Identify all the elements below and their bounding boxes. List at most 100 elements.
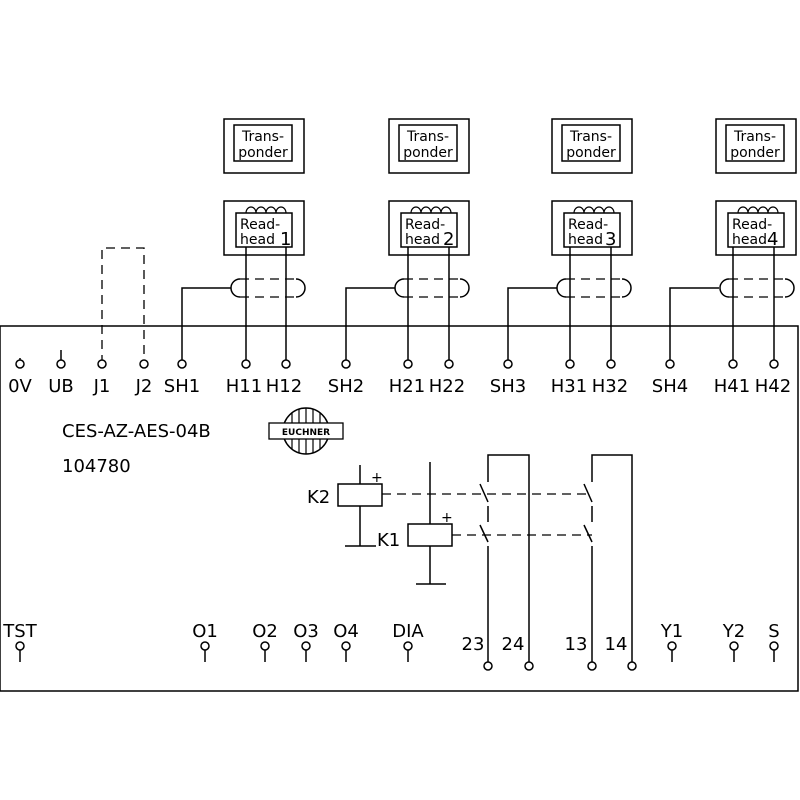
- terminal-h22: [444, 359, 454, 369]
- terminal-y2: [729, 641, 739, 651]
- logo-text: EUCHNER: [282, 428, 330, 438]
- transponder-1: Trans- ponder: [223, 118, 305, 174]
- terminal-h41: [728, 359, 738, 369]
- terminal-label-h11: H11: [226, 376, 262, 397]
- terminal-label-o3: O3: [293, 621, 319, 642]
- terminal-13: [587, 661, 597, 671]
- terminal-o2: [260, 641, 270, 651]
- readhead-4: Read- head 4: [715, 200, 797, 256]
- cable-readhead-2: [345, 247, 470, 364]
- terminal-o1: [200, 641, 210, 651]
- transponder-1-label-2: ponder: [238, 145, 288, 161]
- readhead-2-number: 2: [443, 229, 454, 250]
- terminal-23: [483, 661, 493, 671]
- terminal-label-h12: H12: [266, 376, 302, 397]
- terminal-h11: [241, 359, 251, 369]
- terminal-h21: [403, 359, 413, 369]
- terminal-label-o2: O2: [252, 621, 278, 642]
- readhead-3: Read- head 3: [551, 200, 633, 256]
- transponder-3: Trans- ponder: [551, 118, 633, 174]
- terminal-label-s: S: [768, 621, 779, 642]
- readhead-3-number: 3: [605, 229, 616, 250]
- terminal-label-y2: Y2: [722, 621, 745, 642]
- terminal-label-o4: O4: [333, 621, 359, 642]
- terminal-s: [769, 641, 779, 651]
- terminal-label-sh1: SH1: [164, 376, 200, 397]
- top-terminal-labels: 0V UB J1 J2 SH1 H11 H12 SH2 H21 H22 SH3 …: [8, 376, 791, 397]
- terminal-label-sh3: SH3: [490, 376, 526, 397]
- terminal-label-h41: H41: [714, 376, 750, 397]
- terminal-label-0v: 0V: [8, 376, 32, 397]
- terminal-label-h42: H42: [755, 376, 791, 397]
- terminal-h42: [769, 359, 779, 369]
- readhead-1: Read- head 1: [223, 200, 305, 256]
- readhead-1-label-2: head: [240, 232, 275, 248]
- terminal-24: [524, 661, 534, 671]
- order-number: 104780: [62, 456, 131, 477]
- relay-k2-coil: [337, 483, 383, 507]
- terminal-0v: [15, 359, 25, 369]
- cable-readhead-3: [507, 247, 632, 364]
- terminal-tst: [15, 641, 25, 651]
- safety-contact-23-24: [479, 454, 530, 663]
- terminal-label-o1: O1: [192, 621, 218, 642]
- top-terminals: [15, 350, 779, 369]
- terminal-label-dia: DIA: [392, 621, 424, 642]
- terminal-label-ub: UB: [48, 376, 74, 397]
- terminal-label-14: 14: [605, 634, 628, 655]
- terminal-label-y1: Y1: [660, 621, 683, 642]
- bottom-terminal-labels: TST O1 O2 O3 O4 DIA 23 24 13 14 Y1 Y2 S: [2, 621, 779, 655]
- terminal-label-sh2: SH2: [328, 376, 364, 397]
- terminal-sh2: [341, 359, 351, 369]
- readhead-3-label-2: head: [568, 232, 603, 248]
- terminal-label-tst: TST: [2, 621, 37, 642]
- terminal-label-j1: J1: [93, 376, 111, 397]
- transponder-2-label-2: ponder: [403, 145, 453, 161]
- transponder-3-label-1: Trans-: [569, 129, 612, 145]
- transponder-2: Trans- ponder: [388, 118, 470, 174]
- terminal-label-h22: H22: [429, 376, 465, 397]
- readhead-2-label-2: head: [405, 232, 440, 248]
- safety-contact-13-14: [583, 454, 633, 663]
- terminal-label-13: 13: [565, 634, 588, 655]
- terminal-o3: [301, 641, 311, 651]
- readhead-2-label-1: Read-: [405, 217, 445, 233]
- terminal-j1: [97, 359, 107, 369]
- terminal-sh3: [503, 359, 513, 369]
- terminal-h32: [606, 359, 616, 369]
- relay-k2-polarity: +: [371, 470, 383, 486]
- transponder-4: Trans- ponder: [715, 118, 797, 174]
- transponder-4-label-1: Trans-: [733, 129, 776, 145]
- terminal-14: [627, 661, 637, 671]
- device-housing: [0, 325, 799, 692]
- relay-k1-polarity: +: [441, 510, 453, 526]
- readhead-1-label-1: Read-: [240, 217, 280, 233]
- terminal-dia: [403, 641, 413, 651]
- euchner-logo: EUCHNER: [268, 407, 344, 455]
- terminal-ub: [56, 359, 66, 369]
- relay-k2-label: K2: [307, 487, 330, 508]
- transponder-3-label-2: ponder: [566, 145, 616, 161]
- terminal-label-h32: H32: [592, 376, 628, 397]
- relay-k1-coil: [407, 523, 453, 547]
- terminal-sh4: [665, 359, 675, 369]
- terminal-label-24: 24: [502, 634, 525, 655]
- cable-readhead-4: [669, 247, 795, 364]
- readhead-3-label-1: Read-: [568, 217, 608, 233]
- transponder-2-label-1: Trans-: [406, 129, 449, 145]
- readhead-2: Read- head 2: [388, 200, 470, 256]
- readhead-4-number: 4: [767, 229, 778, 250]
- jumper-j1-j2: [101, 247, 145, 364]
- model-name: CES-AZ-AES-04B: [62, 421, 211, 442]
- relay-k2: K2 +: [307, 465, 592, 547]
- cable-readhead-1: [181, 247, 306, 364]
- terminal-o4: [341, 641, 351, 651]
- relay-k1: K1 +: [377, 462, 592, 585]
- terminal-h12: [281, 359, 291, 369]
- readhead-1-number: 1: [280, 229, 291, 250]
- terminal-label-h31: H31: [551, 376, 587, 397]
- readhead-4-label-2: head: [732, 232, 767, 248]
- terminal-j2: [139, 359, 149, 369]
- terminal-y1: [667, 641, 677, 651]
